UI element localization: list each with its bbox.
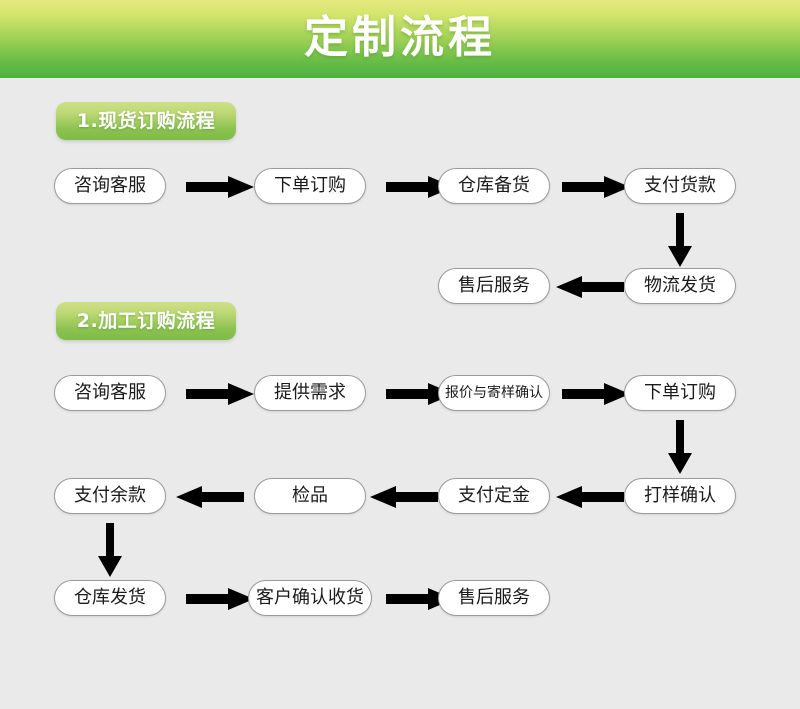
flow-node-logistics-ship[interactable]: 物流发货 (624, 268, 736, 304)
flow-node-label: 仓库备货 (458, 175, 530, 196)
flow-node-pay-balance[interactable]: 支付余款 (54, 478, 166, 514)
arrow-down-payment-to-shipping (668, 213, 692, 267)
flow-node-label: 咨询客服 (74, 175, 146, 196)
flow-node-label: 物流发货 (644, 275, 716, 296)
arrow-right-order-to-stock (386, 176, 454, 198)
arrow-right-receipt-to-aftersales (386, 588, 454, 610)
flow-node-label: 支付余款 (74, 485, 146, 506)
page-header-banner: 定制流程 (0, 0, 800, 78)
flow-node-consult-service-2[interactable]: 咨询客服 (54, 375, 166, 411)
flow-node-pay-goods[interactable]: 支付货款 (624, 168, 736, 204)
arrow-left-shipping-to-aftersales (556, 276, 624, 298)
flow-node-label: 支付货款 (644, 175, 716, 196)
flow-node-label: 售后服务 (458, 275, 530, 296)
flow-node-aftersales-1[interactable]: 售后服务 (438, 268, 550, 304)
flow-node-aftersales-2[interactable]: 售后服务 (438, 580, 550, 616)
flow-node-quote-and-sample-confirm[interactable]: 报价与寄样确认 (438, 375, 550, 411)
section-badge-2: 2.加工订购流程 (56, 302, 236, 340)
arrow-down-order-to-sample (668, 420, 692, 474)
flow-node-label: 售后服务 (458, 587, 530, 608)
flow-node-pay-deposit[interactable]: 支付定金 (438, 478, 550, 514)
page-title: 定制流程 (304, 12, 496, 63)
section-badge-1-label: 1.现货订购流程 (76, 109, 216, 132)
flow-node-consult-service[interactable]: 咨询客服 (54, 168, 166, 204)
flow-node-warehouse-ship[interactable]: 仓库发货 (54, 580, 166, 616)
flow-node-label: 打样确认 (644, 485, 716, 506)
flow-node-inspection[interactable]: 检品 (254, 478, 366, 514)
arrow-right-consult-to-requirement (186, 383, 254, 405)
section-badge-1: 1.现货订购流程 (56, 102, 236, 140)
arrow-left-sample-to-deposit (556, 486, 624, 508)
flow-node-sample-confirm[interactable]: 打样确认 (624, 478, 736, 514)
arrow-right-requirement-to-quote (386, 383, 454, 405)
section-badge-2-label: 2.加工订购流程 (76, 309, 216, 332)
flow-node-label: 下单订购 (644, 382, 716, 403)
flow-node-label: 下单订购 (274, 175, 346, 196)
flow-node-label: 报价与寄样确认 (445, 385, 543, 401)
arrow-right-quote-to-order (562, 383, 630, 405)
flow-node-label: 仓库发货 (74, 587, 146, 608)
flow-node-label: 咨询客服 (74, 382, 146, 403)
arrow-right-stock-to-payment (562, 176, 630, 198)
arrow-left-inspection-to-balance (176, 486, 244, 508)
flow-node-provide-requirement[interactable]: 提供需求 (254, 375, 366, 411)
flow-node-label: 客户确认收货 (256, 587, 364, 608)
flow-node-label: 检品 (292, 485, 328, 506)
flow-node-place-order-2[interactable]: 下单订购 (624, 375, 736, 411)
arrow-right-consult-to-order (186, 176, 254, 198)
arrow-down-balance-to-warehouse (98, 523, 122, 577)
flow-node-warehouse-prepare[interactable]: 仓库备货 (438, 168, 550, 204)
arrow-right-warehouse-to-receipt (186, 588, 254, 610)
flow-node-place-order[interactable]: 下单订购 (254, 168, 366, 204)
flow-node-label: 支付定金 (458, 485, 530, 506)
arrow-left-deposit-to-inspection (370, 486, 438, 508)
flow-node-label: 提供需求 (274, 382, 346, 403)
flow-node-customer-confirm-receipt[interactable]: 客户确认收货 (248, 580, 372, 616)
